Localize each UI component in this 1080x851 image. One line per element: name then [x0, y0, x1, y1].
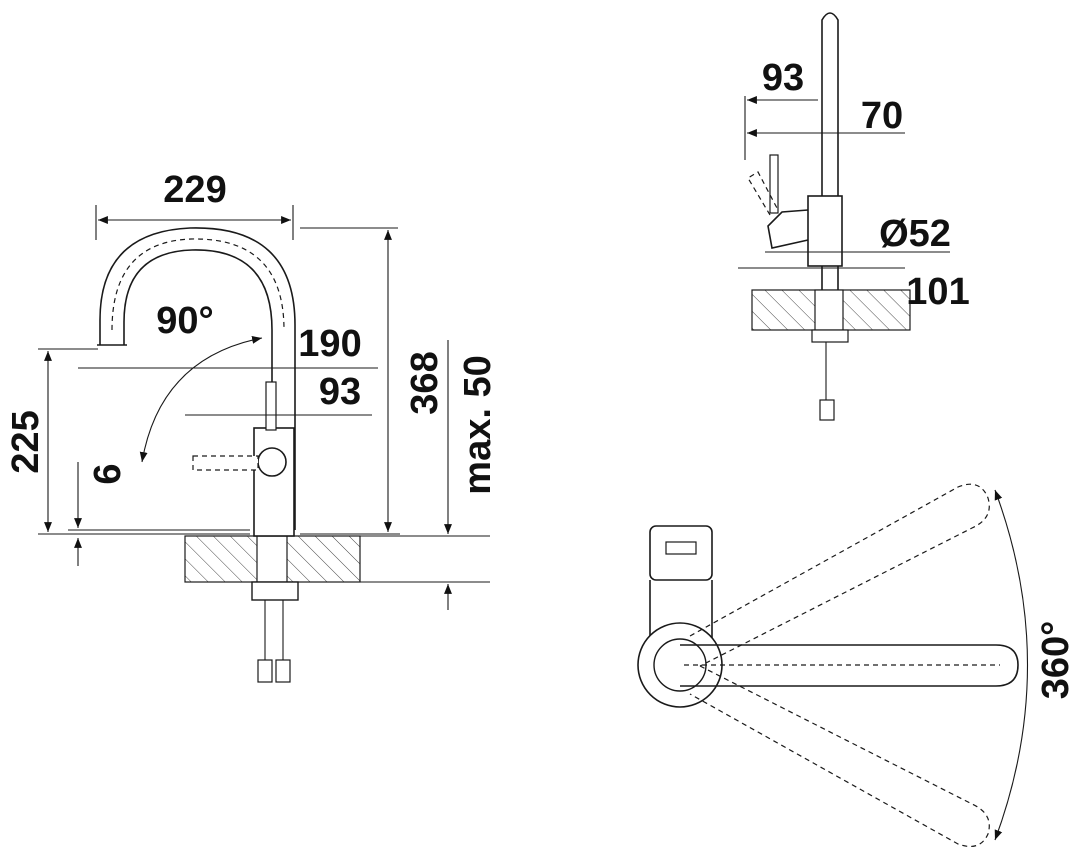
hose-fitting-left [257, 659, 273, 683]
faucet-body-side [807, 195, 843, 267]
dim-label-max50: max. 50 [457, 355, 499, 494]
side-view: 93 70 Ø52 101 [738, 12, 970, 421]
dim-label-90deg: 90° [156, 300, 213, 342]
lever-hub [257, 447, 287, 477]
side-label-52: Ø52 [879, 213, 951, 255]
rotation-arc-360 [994, 489, 1029, 841]
top-label-360: 360° [1035, 621, 1077, 700]
handle-indicator [665, 541, 697, 555]
side-label-101: 101 [906, 271, 969, 313]
top-view: 360° [637, 483, 1077, 847]
lever-handle-dashed [192, 455, 259, 471]
lever-side [767, 209, 809, 249]
spout-top-solid [680, 644, 1019, 687]
spout-top-dashed-down [689, 665, 990, 847]
spout-centerline [111, 238, 285, 331]
body-top [649, 580, 713, 640]
mounting-nut [251, 581, 299, 601]
lever-upright [265, 381, 277, 431]
spout-side [821, 12, 839, 290]
hose-fitting-right [275, 659, 291, 683]
faucet-body-front [253, 427, 295, 537]
spout-inner [123, 249, 273, 530]
dim-label-190: 190 [298, 323, 361, 365]
dim-label-229: 229 [163, 169, 226, 211]
dim-label-368: 368 [404, 351, 446, 414]
mount-shank-front [256, 535, 288, 583]
side-label-93: 93 [762, 57, 804, 99]
spout-outer [99, 227, 296, 530]
dim-label-6: 6 [87, 463, 129, 484]
dim-label-225: 225 [5, 410, 47, 473]
dim-label-93: 93 [319, 371, 361, 413]
front-view: 229 90° 190 93 368 max. 50 225 6 [5, 169, 499, 683]
rotation-arc-90 [139, 336, 263, 463]
side-label-70: 70 [861, 95, 903, 137]
spout-top-dashed-up [689, 483, 990, 667]
